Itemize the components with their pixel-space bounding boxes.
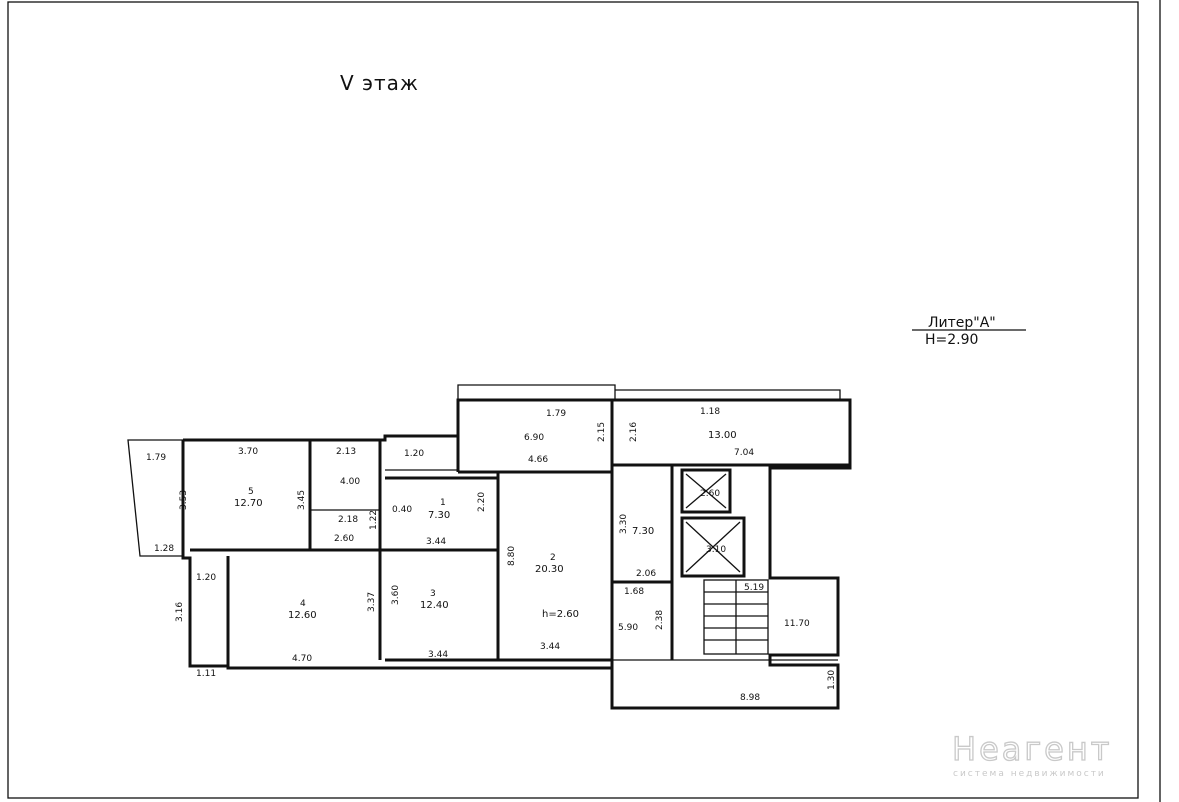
dim-label: 2.06 xyxy=(636,569,656,579)
dim-label: 1.79 xyxy=(546,409,566,419)
watermark-logo: Неагент xyxy=(952,730,1112,768)
staircase xyxy=(703,579,769,655)
dim-label: 0.40 xyxy=(392,505,412,515)
litera-label: Литер"А" H=2.90 xyxy=(912,315,1026,348)
sheet-frame xyxy=(7,1,1139,799)
lift-1-cross-b xyxy=(685,473,727,509)
dim-label: 3.30 xyxy=(619,514,629,534)
lift-2-area: 3.10 xyxy=(706,545,726,555)
room-2-height: h=2.60 xyxy=(542,609,579,620)
dim-label: 4.66 xyxy=(528,455,548,465)
dim-label: 3.37 xyxy=(367,592,377,612)
dim-label: 8.80 xyxy=(507,546,517,566)
room-labels: 5 12.70 4.00 1.20 1 7.30 6.90 13.00 2 20… xyxy=(234,430,810,633)
dim-label: 1.20 xyxy=(196,573,216,583)
room-274-area: 6.90 xyxy=(524,433,544,443)
dim-label: 8.98 xyxy=(740,693,760,703)
dim-label: 1.68 xyxy=(624,587,644,597)
dimension-labels: 1.79 3.70 2.13 3.53 3.45 1.28 2.60 2.18 … xyxy=(146,407,837,703)
dim-label: 3.45 xyxy=(297,490,307,510)
room-271-area: 5.90 xyxy=(618,623,638,633)
dim-label: 1.18 xyxy=(700,407,720,417)
room-2-number: 2 xyxy=(550,553,556,563)
room-2-area: 20.30 xyxy=(535,564,564,575)
room-3-number: 3 xyxy=(430,589,436,599)
outer-wall xyxy=(181,398,852,710)
room-6-area: 1.20 xyxy=(404,449,424,459)
litera-name: Литер"А" xyxy=(928,315,996,331)
floor-title: V этаж xyxy=(340,71,419,95)
room-1-number: 1 xyxy=(440,498,446,508)
interior-walls xyxy=(190,400,850,668)
right-notch xyxy=(615,389,841,400)
lift-shaft-1 xyxy=(680,468,732,514)
room-5-number: 5 xyxy=(248,487,254,497)
top-notch xyxy=(457,384,616,400)
room-1-area: 7.30 xyxy=(428,510,450,521)
lift-2-cross-b xyxy=(685,521,741,573)
dim-label: 1.11 xyxy=(196,669,216,679)
dim-label: 1.79 xyxy=(146,453,166,463)
dim-label: 4.70 xyxy=(292,654,312,664)
dim-label: 2.16 xyxy=(629,422,639,442)
litera-height: H=2.90 xyxy=(925,332,978,348)
room-3-area: 12.40 xyxy=(420,600,449,611)
watermark-tagline: система недвижимости xyxy=(953,769,1106,779)
dim-label: 2.15 xyxy=(597,422,607,442)
dim-label: 1.28 xyxy=(154,544,174,554)
dim-label: 2.13 xyxy=(336,447,356,457)
dim-label: 2.38 xyxy=(655,610,665,630)
room-7-area: 4.00 xyxy=(340,477,360,487)
room-4-number: 4 xyxy=(300,599,306,609)
dim-label: 3.44 xyxy=(426,537,446,547)
lift-1-area: 2.60 xyxy=(700,489,720,499)
room-275-area: 13.00 xyxy=(708,430,737,441)
dim-label: 3.70 xyxy=(238,447,258,457)
dim-label: 1.30 xyxy=(827,670,837,690)
dim-label: 2.18 xyxy=(338,515,358,525)
dim-label: 5.19 xyxy=(744,583,764,593)
dim-label: 2.20 xyxy=(477,492,487,512)
elevator-shafts xyxy=(680,468,746,578)
dim-label: 7.04 xyxy=(734,448,754,458)
left-balcony xyxy=(127,439,183,557)
dim-label: 1.22 xyxy=(369,510,379,530)
lift-shaft-2 xyxy=(680,516,746,578)
dim-label: 3.16 xyxy=(175,602,185,622)
room-270-area: 11.70 xyxy=(784,619,810,629)
room-4-area: 12.60 xyxy=(288,610,317,621)
room-5-area: 12.70 xyxy=(234,498,263,509)
dim-label: 3.53 xyxy=(179,490,189,510)
dim-label: 2.60 xyxy=(334,534,354,544)
building-walls xyxy=(127,384,852,710)
dim-label: 3.44 xyxy=(540,642,560,652)
dim-label: 3.44 xyxy=(428,650,448,660)
room-272-area: 7.30 xyxy=(632,526,654,537)
dim-label: 3.60 xyxy=(391,585,401,605)
